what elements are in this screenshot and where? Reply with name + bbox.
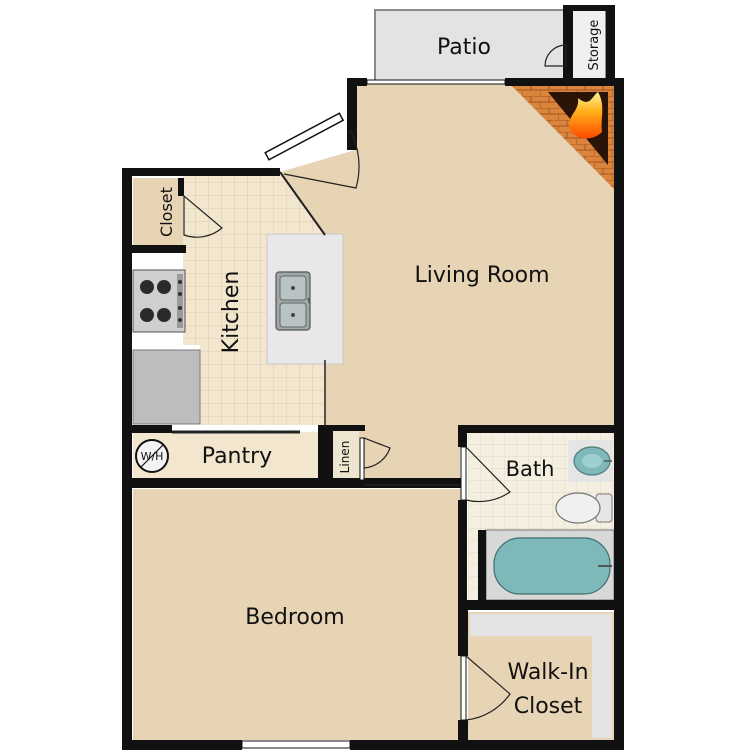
double-sink-icon <box>275 271 311 331</box>
kitchen-label: Kitchen <box>219 271 244 354</box>
living-room-floor <box>280 82 615 485</box>
walk-in-closet-door[interactable] <box>460 655 511 721</box>
patio-label: Patio <box>437 35 491 60</box>
storage-door-swing <box>544 44 567 67</box>
water-heater-label: W/H <box>141 450 164 463</box>
walk-in-closet-shelf-side <box>592 614 612 738</box>
storage-wall <box>563 5 573 83</box>
walk-in-closet-label-line1: Walk-In <box>507 660 588 685</box>
patio-slider <box>366 79 506 85</box>
bath-label: Bath <box>506 457 555 481</box>
closet-door-swing[interactable] <box>183 194 223 238</box>
bathtub-icon <box>485 529 615 601</box>
storage-wall-top <box>563 5 615 11</box>
entry-door[interactable] <box>264 112 360 189</box>
walls <box>122 78 624 750</box>
basin-icon <box>568 440 612 482</box>
walk-in-closet-shelf <box>470 614 612 636</box>
bedroom-floor <box>133 489 463 740</box>
kitchen-partition <box>279 171 326 236</box>
pantry-label: Pantry <box>202 444 272 469</box>
bedroom-window <box>241 740 351 749</box>
fireplace-icon <box>508 82 615 190</box>
bedroom-label: Bedroom <box>245 605 345 630</box>
toilet-icon <box>555 492 613 524</box>
closet-label: Closet <box>157 187 176 237</box>
stove-icon <box>132 269 186 333</box>
storage-label: Storage <box>587 20 602 71</box>
walk-in-closet-label-line2: Closet <box>514 694 583 719</box>
storage-wall-right <box>606 5 615 83</box>
water-heater-icon: W/H <box>135 439 169 473</box>
refrigerator <box>132 349 201 425</box>
linen-door[interactable] <box>359 437 365 481</box>
living-room-label: Living Room <box>414 263 549 288</box>
patio-floor <box>374 9 566 83</box>
bath-door[interactable] <box>460 446 511 503</box>
linen-label: Linen <box>338 441 352 474</box>
linen-floor <box>333 430 359 482</box>
closet-floor <box>133 178 183 248</box>
